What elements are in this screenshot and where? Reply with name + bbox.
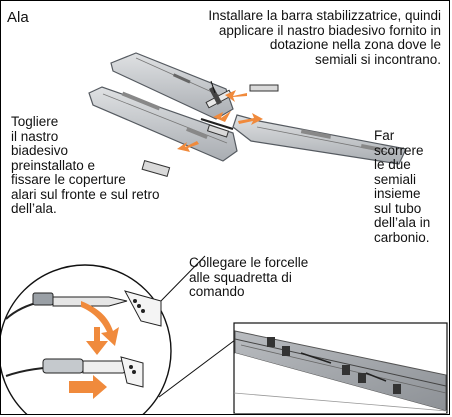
tape-strip-middle [206,124,230,138]
linkage-fork [5,290,162,388]
arrow-orange-fork [69,301,119,399]
wing-half-left-upper [110,52,234,120]
instruction-left: Togliere il nastro biadesivo preinstalla… [11,114,160,216]
instruction-fork: Collegare le forcelle alle squadretta di… [189,255,309,299]
wing-half-left-lower [88,86,238,162]
arrow-orange [177,90,263,152]
page-title: Ala [7,9,29,26]
tape-strip-top [249,84,279,92]
instruction-right: Far scorrere le due semiali insieme sul … [374,128,431,245]
detail-panel [233,322,448,414]
instruction-top: Installare la barra stabilizzatrice, qui… [208,8,441,67]
tape-strip-left [141,159,171,178]
callout-line-top [210,80,216,94]
wing-tube [200,117,234,131]
